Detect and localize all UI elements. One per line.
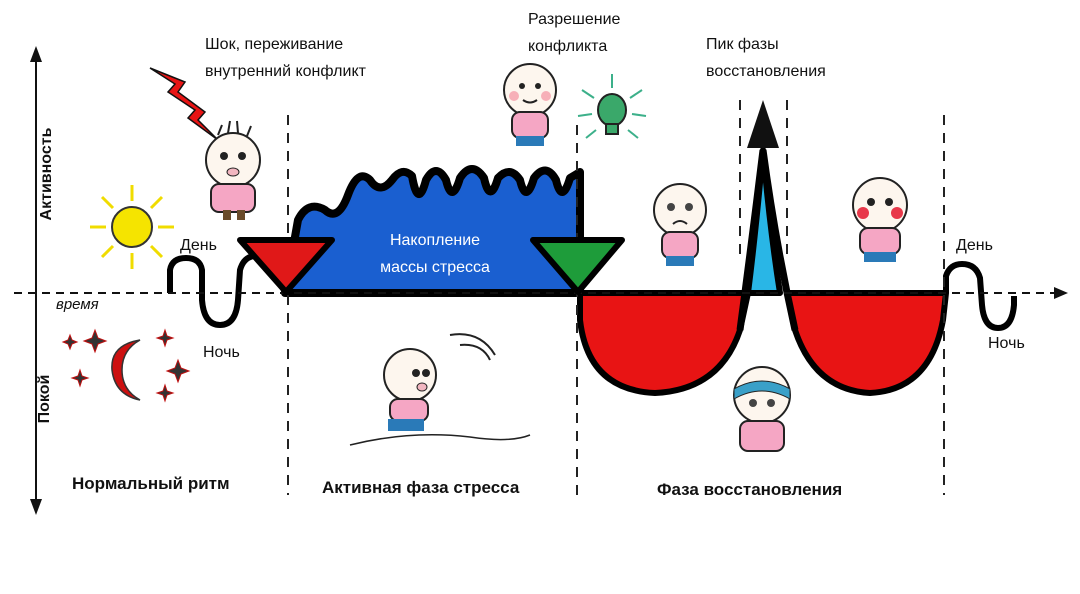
phase-label-recovery: Фаза восстановления — [657, 480, 843, 499]
recovery-bowl-left — [577, 290, 751, 396]
lightbulb-icon — [577, 74, 647, 139]
label-stress-mass-line2: массы стресса — [380, 259, 490, 276]
rhythm-wave-right — [943, 261, 1017, 331]
label-peak-line2: восстановления — [706, 63, 826, 80]
relieved-child — [503, 63, 557, 146]
resolution-triangle — [530, 237, 625, 295]
label-stress-mass-line1: Накопление — [389, 232, 481, 249]
label-resolution-line2: конфликта — [528, 38, 608, 55]
label-day-right: День — [956, 237, 993, 254]
sun-icon — [90, 185, 174, 269]
phase-label-active: Активная фаза стресса — [322, 478, 520, 497]
y-axis-label-rest: Покой — [36, 374, 53, 424]
label-shock-line1: Шок, переживание — [205, 36, 344, 53]
peak-arrowhead — [747, 100, 779, 148]
label-night-right: Ночь — [988, 335, 1025, 352]
label-night-left: Ночь — [203, 344, 240, 361]
bandaged-child — [733, 366, 791, 452]
label-shock-line2: внутренний конфликт — [205, 63, 366, 80]
shock-triangle — [237, 237, 335, 295]
recovering-child — [852, 177, 908, 262]
x-axis-label-time: время — [56, 296, 99, 313]
stress-accumulation-area — [281, 165, 584, 297]
phase-separators — [287, 100, 945, 495]
stars-icon — [61, 328, 191, 403]
sad-child — [653, 183, 707, 266]
moon-icon — [111, 339, 141, 401]
shocked-child — [205, 120, 261, 220]
y-axis-label-activity: Активность — [38, 127, 55, 221]
label-day-left: День — [180, 237, 217, 254]
phase-label-normal: Нормальный ритм — [72, 474, 230, 493]
label-resolution-line1: Разрешение — [528, 11, 621, 28]
recovery-bowl-right — [784, 290, 949, 396]
running-child — [349, 333, 531, 446]
label-peak-line1: Пик фазы — [706, 36, 779, 53]
